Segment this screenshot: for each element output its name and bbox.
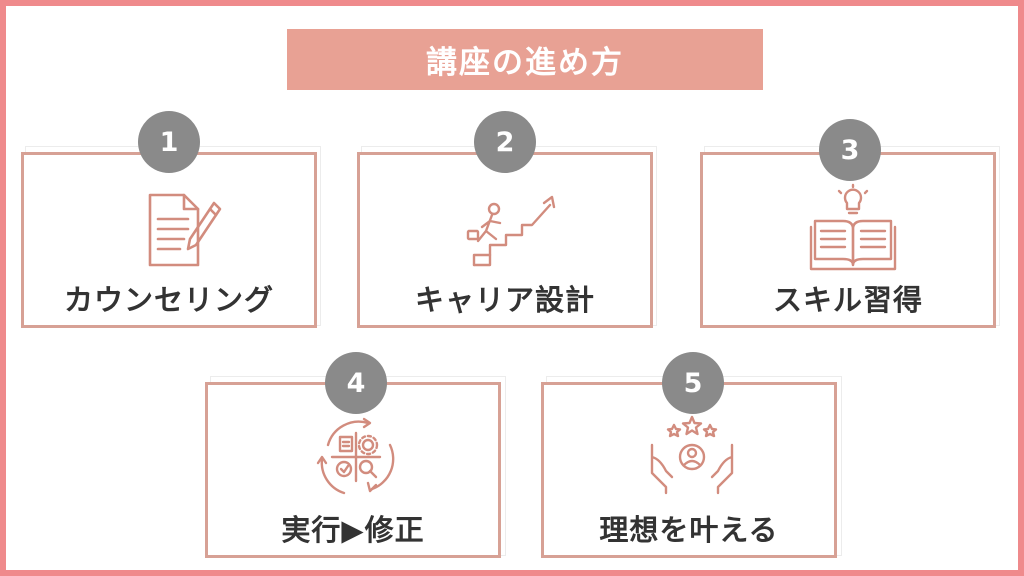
- step-label-3: スキル習得: [772, 283, 923, 317]
- cycle-process-icon: [316, 417, 395, 495]
- step-label-4: 実行▶修正: [281, 513, 425, 547]
- step-label-5: 理想を叶える: [599, 513, 779, 547]
- step-label-1: カウンセリング: [63, 283, 274, 317]
- step-card-1: カウンセリング: [21, 152, 317, 328]
- step-number-badge-1: 1: [138, 111, 200, 173]
- title-banner: 講座の進め方: [287, 29, 763, 90]
- stairs-climb-icon: [466, 195, 556, 267]
- hands-stars-person-icon: [650, 415, 734, 495]
- open-book-lightbulb-icon: [809, 183, 897, 271]
- step-number-badge-5: 5: [662, 352, 724, 414]
- page-title: 講座の進め方: [426, 45, 624, 81]
- step-number-badge-4: 4: [325, 352, 387, 414]
- step-card-2: キャリア設計: [357, 152, 653, 328]
- step-number-badge-2: 2: [474, 111, 536, 173]
- step-number-badge-3: 3: [819, 119, 881, 181]
- step-label-2: キャリア設計: [414, 283, 595, 317]
- document-pen-icon: [148, 193, 222, 267]
